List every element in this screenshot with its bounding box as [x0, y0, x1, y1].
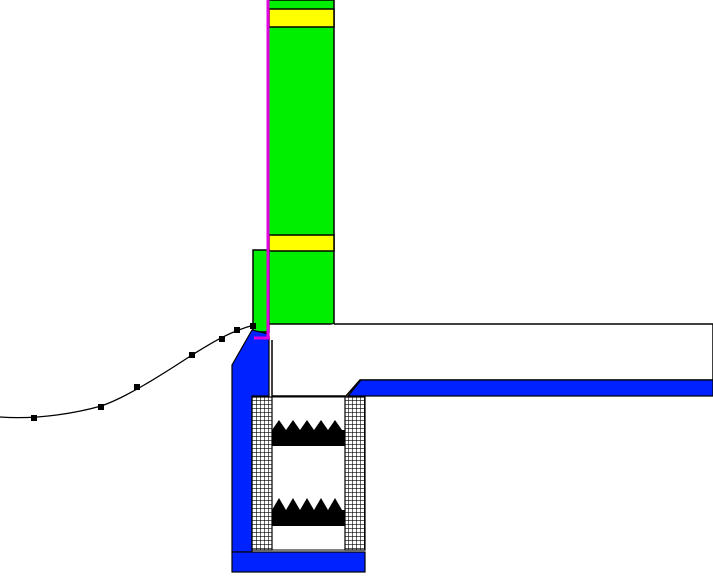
mesh-left	[251, 396, 273, 551]
ground-line	[0, 324, 255, 419]
ground-markers	[31, 323, 256, 421]
footing-inner	[271, 396, 346, 551]
wall-upper	[267, 0, 335, 325]
insulation-slab	[346, 379, 713, 397]
band-top	[268, 8, 335, 28]
rebar-upper	[272, 420, 345, 446]
slab-outline	[271, 323, 713, 397]
rebar-lower	[272, 498, 345, 526]
band-middle	[268, 234, 335, 252]
insulation-base	[231, 551, 366, 573]
mesh-right	[344, 396, 366, 551]
